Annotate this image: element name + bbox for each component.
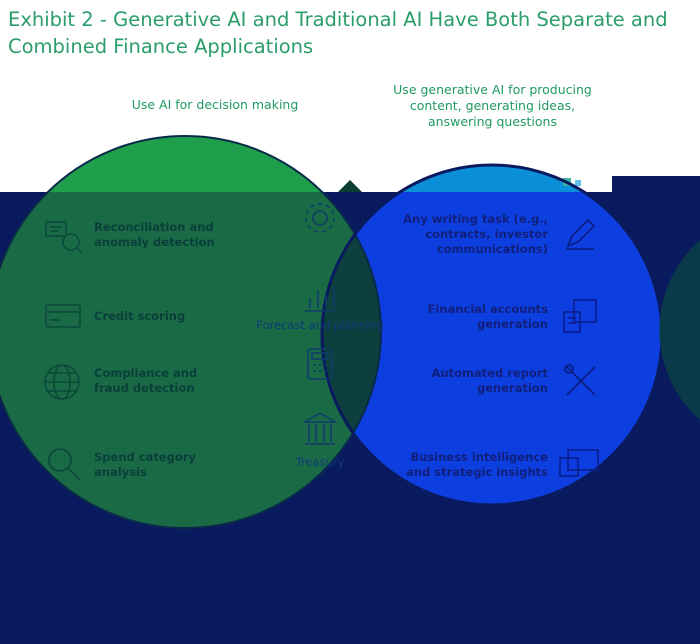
left-item-2: Credit scoring	[94, 309, 186, 323]
left-circle-top	[47, 136, 323, 192]
exhibit-title: Exhibit 2 - Generative AI and Traditiona…	[8, 8, 668, 58]
pen-icon	[562, 216, 598, 257]
left-item-4: Spend category analysis	[94, 450, 196, 479]
screen-icon	[558, 448, 602, 485]
left-circle	[0, 192, 381, 528]
tools-icon	[562, 362, 600, 405]
caption-left: Use AI for decision making	[131, 97, 299, 112]
right-item-3: Automated report generation	[431, 366, 548, 395]
middle-item-2: Forecast and planning	[256, 318, 384, 332]
reconciliation-icon	[44, 218, 84, 259]
middle-item-4: Treasury	[295, 455, 345, 469]
right-item-2: Financial accounts generation	[427, 302, 548, 331]
credit-card-icon	[44, 302, 84, 337]
left-item-3: Compliance and fraud detection	[94, 366, 198, 395]
gear-icon	[302, 200, 338, 241]
right-circle	[322, 192, 662, 505]
right-item-1: Any writing task (e.g., contracts, inves…	[403, 212, 548, 256]
edge-circle-fragment	[659, 240, 700, 420]
left-circle-outline	[0, 135, 382, 529]
globe-icon	[42, 362, 82, 407]
navy-overlay-corner	[612, 176, 700, 196]
magnifier-icon	[44, 444, 84, 489]
calculator-icon	[302, 346, 338, 387]
right-item-4: Business intelligence and strategic insi…	[406, 450, 548, 479]
left-item-1: Reconciliation and anomaly detection	[94, 220, 215, 249]
documents-icon	[560, 296, 600, 341]
pixel-artifact-2	[575, 180, 581, 186]
bank-icon	[302, 410, 338, 455]
caption-right: Use generative AI for producing content,…	[393, 82, 592, 129]
chart-icon	[302, 282, 338, 319]
overlap-tip	[338, 180, 362, 192]
